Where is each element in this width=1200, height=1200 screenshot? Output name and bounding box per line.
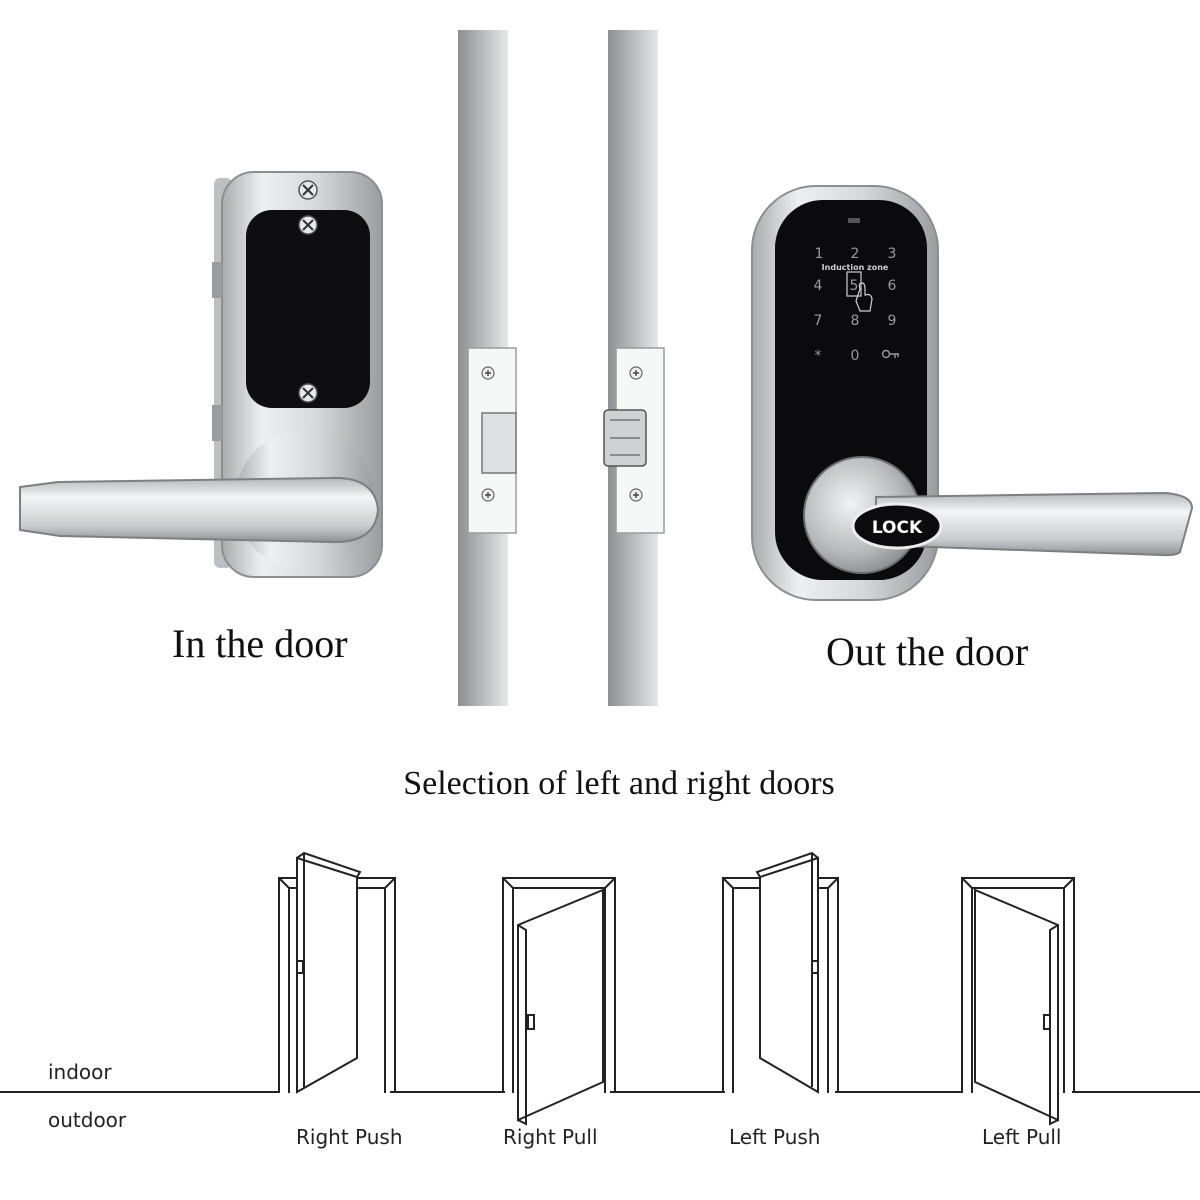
door-left-push <box>722 851 839 1094</box>
keypad-zone-label: Induction zone <box>822 263 889 272</box>
keypad-key: * <box>815 348 822 364</box>
keypad-key: 5 <box>850 278 859 294</box>
door-type-label-right-pull: Right Pull <box>503 1125 598 1149</box>
outside-keypad-lock <box>751 185 1194 601</box>
keypad-key: 2 <box>851 246 860 262</box>
keypad-key: 6 <box>888 278 897 294</box>
door-type-label-right-push: Right Push <box>296 1125 403 1149</box>
door-edge-right <box>603 30 665 706</box>
keypad-key: 9 <box>888 313 897 329</box>
keypad-key: 4 <box>814 278 823 294</box>
lock-button-label: LOCK <box>872 518 923 538</box>
keypad-key: 0 <box>851 348 860 364</box>
outside-caption: Out the door <box>826 629 1029 674</box>
outdoor-label: outdoor <box>48 1108 127 1132</box>
keypad-key: 1 <box>815 246 824 262</box>
inside-lock-illustration <box>19 171 383 578</box>
indoor-label: indoor <box>48 1060 112 1084</box>
door-diagrams <box>0 851 1200 1126</box>
section-title: Selection of left and right doors <box>403 765 835 802</box>
inside-caption: In the door <box>172 621 348 666</box>
keypad-key: 8 <box>851 313 860 329</box>
door-right-push <box>278 851 396 1094</box>
door-edge-left <box>458 30 517 706</box>
door-type-label-left-pull: Left Pull <box>982 1125 1062 1149</box>
keypad-key: 3 <box>888 246 897 262</box>
door-right-pull <box>502 877 616 1126</box>
keypad-key: 7 <box>814 313 823 329</box>
door-type-label-left-push: Left Push <box>729 1125 821 1149</box>
door-left-pull <box>961 877 1075 1126</box>
